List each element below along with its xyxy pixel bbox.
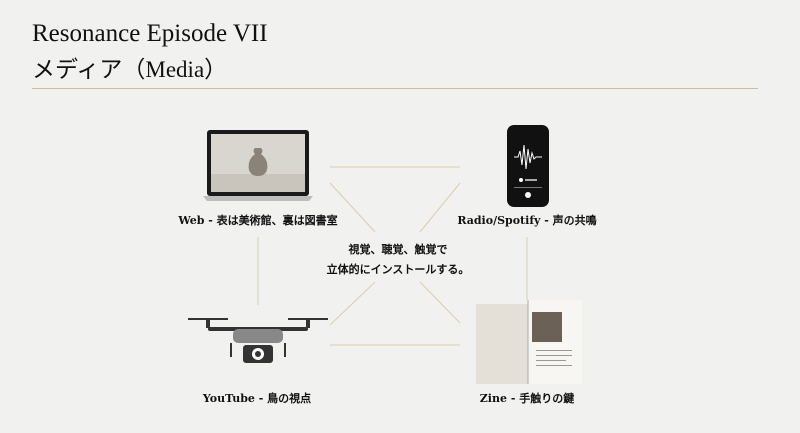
page-title: Resonance Episode VII bbox=[32, 20, 268, 47]
line-diag-2b bbox=[329, 281, 376, 326]
center-message: 視覚、聴覚、触覚で 立体的にインストールする。 bbox=[327, 240, 470, 280]
phone-icon bbox=[507, 125, 549, 207]
title-divider bbox=[32, 88, 758, 89]
zine-label: Zine - 手触りの鍵 bbox=[479, 392, 575, 405]
line-diag-1b bbox=[419, 281, 461, 324]
youtube-label: YouTube - 鳥の視点 bbox=[202, 392, 312, 405]
center-line-1: 視覚、聴覚、触覚で bbox=[348, 243, 448, 256]
line-diag-1a bbox=[329, 182, 376, 233]
laptop-icon bbox=[203, 130, 313, 201]
radio-label: Radio/Spotify - 声の共鳴 bbox=[457, 214, 597, 227]
center-line-2: 立体的にインストールする。 bbox=[326, 263, 470, 276]
drone-icon bbox=[188, 318, 328, 363]
zine-icon bbox=[476, 300, 582, 384]
web-label: Web - 表は美術館、裏は図書室 bbox=[178, 214, 338, 227]
page-subtitle: メディア（Media） bbox=[32, 57, 228, 82]
line-diag-2a bbox=[419, 182, 461, 233]
